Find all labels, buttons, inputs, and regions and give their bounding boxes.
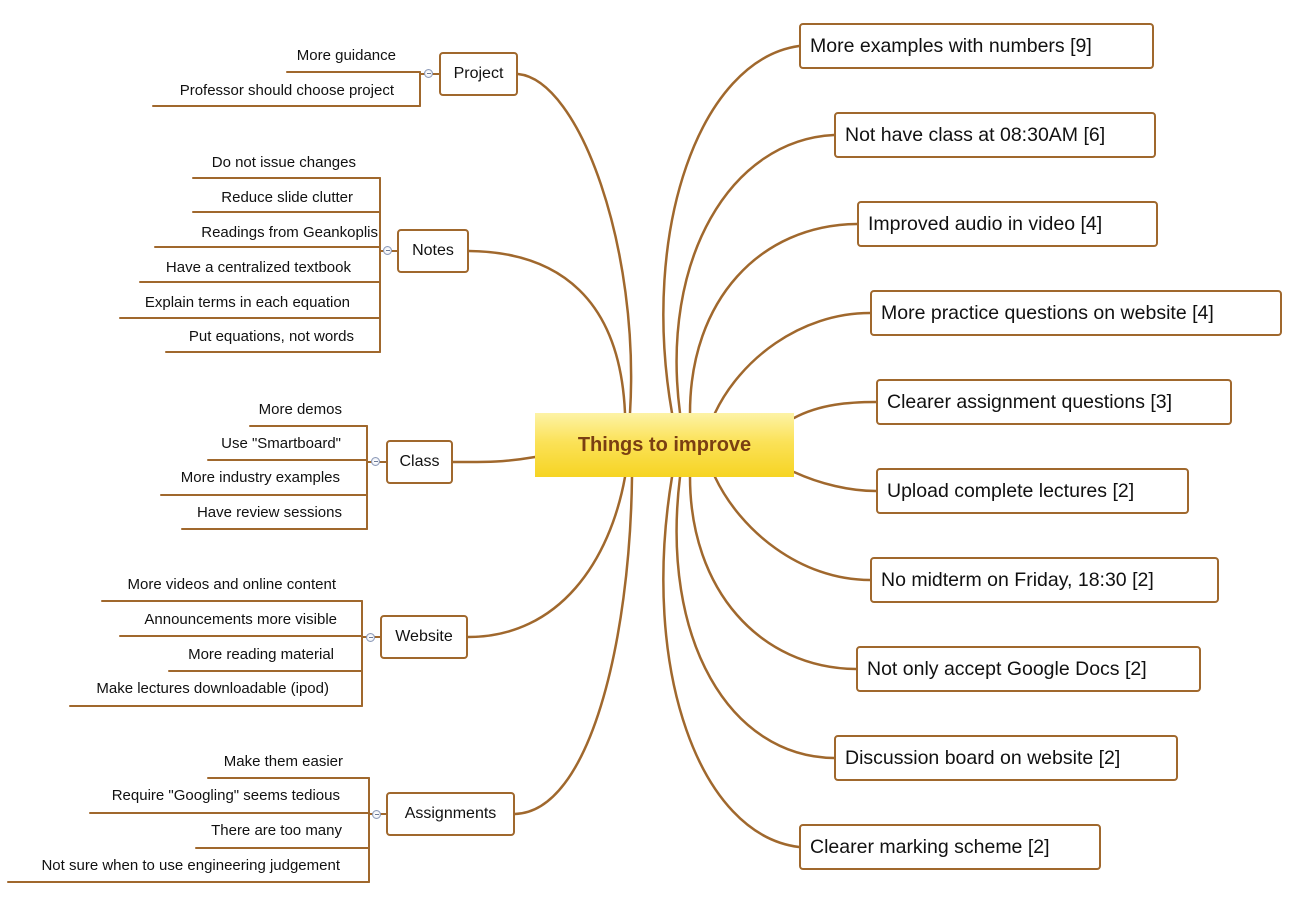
collapse-toggle-website-icon[interactable] <box>366 633 375 642</box>
topic-label: More practice questions on website [4] <box>881 301 1214 324</box>
topic-label: Notes <box>412 242 454 259</box>
topic-project[interactable]: Project <box>439 52 518 96</box>
leaf-class-4[interactable]: Have review sessions <box>196 504 342 521</box>
topic-midterm[interactable]: No midterm on Friday, 18:30 [2] <box>870 557 1219 603</box>
leaf-class-3[interactable]: More industry examples <box>180 469 340 486</box>
leaf-assignments-1[interactable]: Make them easier <box>223 753 343 770</box>
topic-label: Improved audio in video [4] <box>868 212 1103 235</box>
topic-class-time[interactable]: Not have class at 08:30AM [6] <box>834 112 1156 158</box>
leaf-website-1[interactable]: More videos and online content <box>127 576 336 593</box>
connector-center-right-7 <box>713 475 872 582</box>
connector-center-class <box>451 455 537 464</box>
leaf-class-2[interactable]: Use "Smartboard" <box>221 435 341 452</box>
topic-website[interactable]: Website <box>380 615 468 659</box>
leaf-notes-4[interactable]: Have a centralized textbook <box>165 259 351 276</box>
leaf-project-2[interactable]: Professor should choose project <box>179 82 394 99</box>
topic-google-docs[interactable]: Not only accept Google Docs [2] <box>856 646 1201 692</box>
leaf-notes-5[interactable]: Explain terms in each equation <box>144 294 350 311</box>
collapse-toggle-notes-icon[interactable] <box>383 246 392 255</box>
leaf-notes-2[interactable]: Reduce slide clutter <box>221 189 353 206</box>
topic-label: Website <box>395 628 453 645</box>
leaf-class-1[interactable]: More demos <box>258 401 342 418</box>
topic-label: Clearer assignment questions [3] <box>887 390 1173 413</box>
topic-label: Not have class at 08:30AM [6] <box>845 123 1106 146</box>
leaf-website-3[interactable]: More reading material <box>188 646 334 663</box>
collapse-toggle-class-icon[interactable] <box>371 457 380 466</box>
connector-center-right-4 <box>713 311 872 415</box>
topic-label: Clearer marking scheme [2] <box>810 835 1050 858</box>
topic-marking-scheme[interactable]: Clearer marking scheme [2] <box>799 824 1101 870</box>
leaf-website-4[interactable]: Make lectures downloadable (ipod) <box>96 680 329 697</box>
topic-notes[interactable]: Notes <box>397 229 469 273</box>
leaf-assignments-2[interactable]: Require "Googling" seems tedious <box>111 787 340 804</box>
topic-class[interactable]: Class <box>386 440 453 484</box>
connector-center-right-10 <box>662 475 801 849</box>
connector-center-assignments <box>513 475 634 816</box>
topic-label: Assignments <box>404 805 497 822</box>
connector-center-project <box>516 72 633 415</box>
connector-center-right-5 <box>792 400 878 420</box>
central-topic-label: Things to improve <box>577 433 752 456</box>
connector-center-right-1 <box>662 44 801 415</box>
topic-more-examples[interactable]: More examples with numbers [9] <box>799 23 1154 69</box>
topic-discussion-board[interactable]: Discussion board on website [2] <box>834 735 1178 781</box>
leaf-notes-1[interactable]: Do not issue changes <box>211 154 356 171</box>
topic-label: Class <box>399 453 440 470</box>
leaf-assignments-4[interactable]: Not sure when to use engineering judgeme… <box>41 857 340 874</box>
topic-label: Upload complete lectures [2] <box>887 479 1135 502</box>
topic-label: Discussion board on website [2] <box>845 746 1121 769</box>
connector-center-right-3 <box>688 222 859 415</box>
topic-practice-questions[interactable]: More practice questions on website [4] <box>870 290 1282 336</box>
connector-center-right-6 <box>792 470 878 493</box>
leaf-website-2[interactable]: Announcements more visible <box>144 611 337 628</box>
leaf-notes-3[interactable]: Readings from Geankoplis <box>201 224 378 241</box>
collapse-toggle-assignments-icon[interactable] <box>372 810 381 819</box>
collapse-toggle-project-icon[interactable] <box>424 69 433 78</box>
topic-upload-lectures[interactable]: Upload complete lectures [2] <box>876 468 1189 514</box>
connector-center-notes <box>467 249 627 415</box>
leaf-notes-6[interactable]: Put equations, not words <box>188 328 354 345</box>
topic-assignment-questions[interactable]: Clearer assignment questions [3] <box>876 379 1232 425</box>
connector-center-website <box>466 475 627 639</box>
connector-center-right-9 <box>675 475 836 760</box>
connector-center-right-8 <box>688 475 858 671</box>
connector-center-right-2 <box>675 133 836 415</box>
topic-label: Not only accept Google Docs [2] <box>867 657 1147 680</box>
topic-assignments[interactable]: Assignments <box>386 792 515 836</box>
leaf-project-1[interactable]: More guidance <box>296 47 396 64</box>
topic-label: Project <box>453 65 504 82</box>
topic-label: No midterm on Friday, 18:30 [2] <box>881 568 1154 591</box>
leaf-assignments-3[interactable]: There are too many <box>211 822 342 839</box>
topic-label: More examples with numbers [9] <box>810 34 1092 57</box>
central-topic[interactable]: Things to improve <box>535 413 794 477</box>
topic-audio[interactable]: Improved audio in video [4] <box>857 201 1158 247</box>
